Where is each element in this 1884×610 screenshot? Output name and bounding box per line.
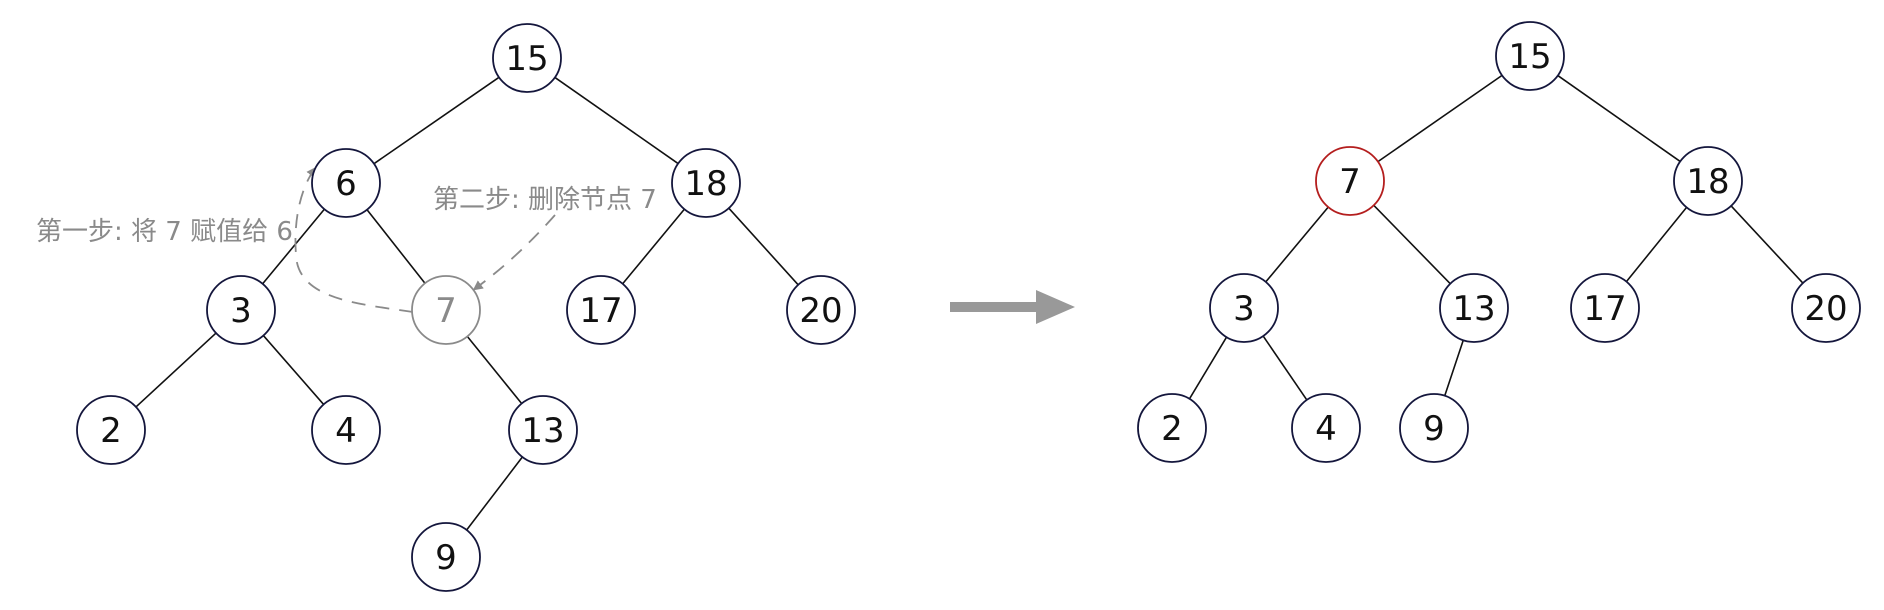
after-node-label: 9: [1423, 409, 1445, 449]
before-edge-6-3: [262, 208, 325, 285]
before-node-circle: [508, 395, 578, 465]
before-edge-7-13: [466, 335, 523, 405]
after-edge-7-13: [1373, 204, 1451, 285]
before-edge-6-7: [366, 209, 426, 284]
after-node-label: 4: [1315, 409, 1337, 449]
after-node-20: 20: [1791, 273, 1861, 343]
before-node-13: 13: [508, 395, 578, 465]
after-node-3: 3: [1209, 273, 1279, 343]
after-node-label: 2: [1161, 409, 1183, 449]
before-node-circle: [786, 275, 856, 345]
after-node-9: 9: [1399, 393, 1469, 463]
before-node-circle: [76, 395, 146, 465]
before-tree-edges: [135, 76, 799, 531]
before-node-circle: [492, 23, 562, 93]
after-edge-13-9: [1443, 340, 1465, 396]
before-node-15: 15: [492, 23, 562, 93]
after-node-circle: [1399, 393, 1469, 463]
after-edge-18-17: [1625, 206, 1688, 283]
before-node-circle: [311, 148, 381, 218]
before-node-17: 17: [566, 275, 636, 345]
after-node-circle: [1439, 273, 1509, 343]
before-node-9: 9: [411, 522, 481, 592]
before-node-label: 6: [335, 164, 357, 204]
after-node-label: 17: [1583, 289, 1626, 329]
before-node-label: 17: [579, 291, 622, 331]
after-node-17: 17: [1570, 273, 1640, 343]
before-node-circle: [411, 275, 481, 345]
after-node-label: 18: [1686, 162, 1729, 202]
before-node-circle: [311, 395, 381, 465]
before-node-7: 7: [411, 275, 481, 345]
step1-annotation: 第一步: 将 7 赋值给 6: [36, 217, 293, 247]
after-node-13: 13: [1439, 273, 1509, 343]
after-node-label: 7: [1339, 162, 1361, 202]
after-node-label: 20: [1804, 289, 1847, 329]
before-node-label: 9: [435, 538, 457, 578]
after-tree-edges: [1188, 74, 1804, 401]
step1-dashed-arrow: [294, 166, 414, 313]
step2-annotation: 第二步: 删除节点 7: [433, 185, 657, 215]
after-node-circle: [1495, 21, 1565, 91]
after-edge-7-3: [1265, 206, 1329, 283]
before-node-label: 7: [435, 291, 457, 331]
before-node-label: 4: [335, 411, 357, 451]
before-node-label: 20: [799, 291, 842, 331]
before-node-circle: [566, 275, 636, 345]
after-node-4: 4: [1291, 393, 1361, 463]
after-node-circle: [1291, 393, 1361, 463]
before-node-4: 4: [311, 395, 381, 465]
after-node-18: 18: [1673, 146, 1743, 216]
before-node-label: 2: [100, 411, 122, 451]
after-edge-3-4: [1262, 335, 1308, 401]
before-node-label: 13: [521, 411, 564, 451]
before-edge-13-9: [466, 456, 523, 531]
before-edge-15-6: [373, 76, 500, 165]
before-node-label: 3: [230, 291, 252, 331]
before-node-label: 18: [684, 164, 727, 204]
after-node-circle: [1315, 146, 1385, 216]
after-node-15: 15: [1495, 21, 1565, 91]
before-edge-15-18: [554, 76, 679, 165]
transition-arrow-icon: [950, 290, 1075, 324]
after-node-label: 15: [1508, 37, 1551, 77]
after-edge-18-20: [1730, 205, 1804, 284]
before-node-20: 20: [786, 275, 856, 345]
after-node-7: 7: [1315, 146, 1385, 216]
before-node-circle: [206, 275, 276, 345]
before-node-2: 2: [76, 395, 146, 465]
after-node-circle: [1137, 393, 1207, 463]
before-node-6: 6: [311, 148, 381, 218]
after-node-circle: [1209, 273, 1279, 343]
before-node-3: 3: [206, 275, 276, 345]
after-node-label: 13: [1452, 289, 1495, 329]
after-edge-15-7: [1377, 74, 1503, 163]
after-node-label: 3: [1233, 289, 1255, 329]
after-node-circle: [1570, 273, 1640, 343]
after-node-2: 2: [1137, 393, 1207, 463]
before-edge-18-17: [622, 208, 685, 285]
before-edge-3-4: [262, 335, 325, 405]
after-edge-3-2: [1188, 336, 1228, 400]
step2-dashed-arrow: [472, 214, 556, 291]
before-node-label: 15: [505, 39, 548, 79]
before-node-18: 18: [671, 148, 741, 218]
after-node-circle: [1673, 146, 1743, 216]
before-edge-3-2: [135, 332, 217, 408]
before-tree: 15 6 18 3 7 17 20 2 4 13 9: [76, 23, 856, 592]
before-edge-18-20: [728, 207, 799, 286]
after-node-circle: [1791, 273, 1861, 343]
after-tree: 15 7 18 3 13 17 20 2 4 9: [1137, 21, 1861, 463]
after-edge-15-18: [1557, 74, 1681, 163]
before-node-circle: [671, 148, 741, 218]
before-node-circle: [411, 522, 481, 592]
